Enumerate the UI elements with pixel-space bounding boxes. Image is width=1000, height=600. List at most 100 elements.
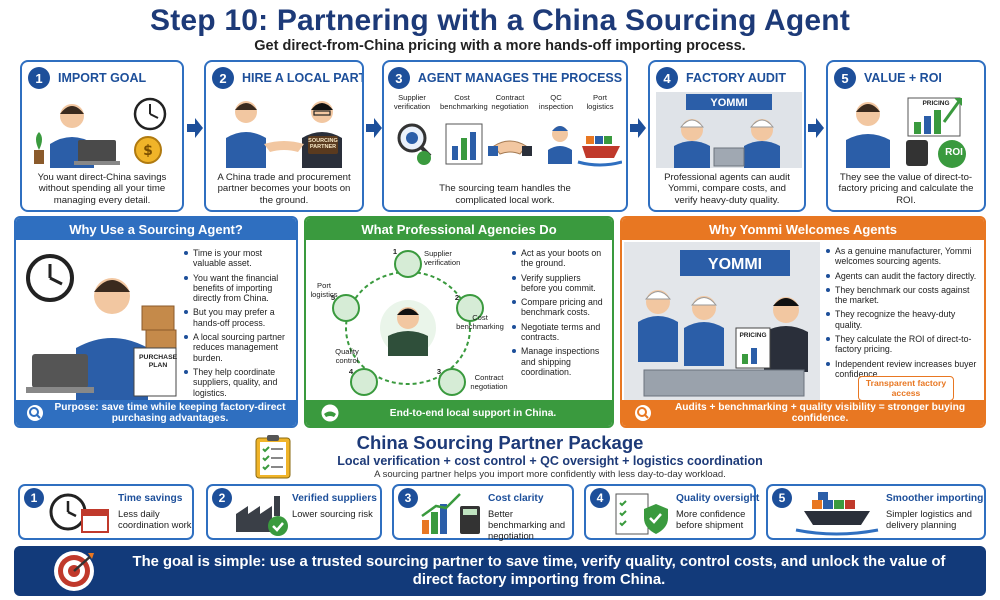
step-title: HIRE A LOCAL PARTNER: [242, 71, 362, 85]
step-number: 1: [28, 67, 50, 89]
agent-with-clock-illustration: [26, 254, 177, 400]
supplier-verification-icon: [394, 250, 422, 278]
package-note: A sourcing partner helps you import more…: [374, 469, 726, 480]
goal-banner: The goal is simple: use a trusted sourci…: [14, 546, 986, 596]
transparent-access-badge: Transparent factory access: [858, 376, 954, 402]
benefit-number: 4: [590, 488, 610, 508]
clock-icon: [133, 97, 167, 131]
step-description: Professional agents can audit Yommi, com…: [664, 171, 790, 206]
roi-coin-icon: [938, 140, 966, 168]
quality-control-icon: [350, 368, 378, 396]
search-icon: [635, 405, 651, 421]
handshake-partners-illustration: [226, 101, 342, 168]
sourcing-partner-badge: SOURCING PARTNER: [308, 138, 338, 150]
cycle-step-label: Cost benchmarking: [456, 313, 504, 331]
cycle-step-label: Supplier verification: [424, 249, 461, 267]
cycle-step-number: 4: [348, 367, 354, 376]
factory-sign: YOMMI: [710, 97, 748, 109]
clock-icon: [26, 254, 74, 302]
step-number: 4: [656, 67, 678, 89]
magnifier-icon: [397, 123, 432, 165]
step-title: FACTORY AUDIT: [686, 71, 787, 85]
bullet-item: Act as your boots on the ground.: [512, 248, 608, 269]
roi-illustration: [846, 97, 966, 168]
handshake-icon: [264, 141, 304, 152]
agencies-bullets: Act as your boots on the ground. Verify …: [512, 248, 608, 381]
cycle-step-number: 5: [330, 293, 336, 302]
chart-icon: [445, 123, 483, 165]
cycle-step-number: 1: [392, 247, 398, 256]
step-card-factory-audit: 4 FACTORY AUDIT YOMMI Professional agents…: [648, 60, 806, 212]
benefit-title: Time savings: [118, 493, 183, 504]
bullet-item: They recognize the heavy-duty quality.: [826, 309, 982, 330]
benefit-description: Better benchmarking and negotiation: [488, 508, 566, 541]
step-title: VALUE + ROI: [864, 71, 942, 85]
benefit-description: More confidence before shipment: [676, 508, 746, 530]
step-description: A China trade and procurement partner be…: [217, 171, 351, 206]
step-title: AGENT MANAGES THE PROCESS: [417, 71, 623, 85]
task-label: Supplier verification: [393, 93, 431, 111]
benefit-title: Quality oversight: [676, 493, 760, 504]
benefit-number: 5: [772, 488, 792, 508]
bullet-item: Negotiate terms and contracts.: [512, 322, 608, 343]
person-with-laptop-clock-illustration: $: [34, 97, 167, 168]
panel-footer: End-to-end local support in China.: [306, 400, 612, 426]
handshake-icon: [488, 140, 532, 156]
roi-label: ROI: [945, 147, 963, 158]
package-subtitle: Local verification + cost control + QC o…: [337, 454, 763, 468]
panel-agencies: What Professional Agencies Do 1 Supplier…: [304, 216, 614, 428]
step-number: 5: [834, 67, 856, 89]
task-label: Contract negotiation: [491, 93, 529, 111]
panel-title: Why Yommi Welcomes Agents: [622, 218, 984, 240]
factory-sign: YOMMI: [707, 256, 763, 273]
step-description: The sourcing team handles the complicate…: [439, 183, 571, 206]
factory-audit-illustration: [656, 92, 802, 168]
panel-footer-text: End-to-end local support in China.: [389, 407, 557, 419]
page-title: Step 10: Partnering with a China Sourcin…: [149, 4, 851, 37]
inspector-icon: [548, 126, 572, 164]
benefit-number: 3: [398, 488, 418, 508]
benefit-title: Cost clarity: [488, 493, 544, 504]
bullet-item: Manage inspections and shipping coordina…: [512, 346, 608, 377]
benefit-title: Verified suppliers: [292, 493, 377, 504]
pricing-card-label: PRICING: [739, 332, 767, 339]
port-logistics-icon: [332, 294, 360, 322]
panel-title: Why Use a Sourcing Agent?: [16, 218, 296, 240]
bullet-item: Compare pricing and benchmark costs.: [512, 297, 608, 318]
benefit-description: Less daily coordination work: [118, 508, 192, 530]
bullet-item: Independent review increases buyer confi…: [826, 359, 982, 380]
bullet-item: Agents can audit the factory directly.: [826, 271, 982, 281]
bullet-item: Time is your most valuable asset.: [184, 248, 294, 269]
benefit-card-verified-suppliers: 2 Verified suppliers Lower sourcing risk: [206, 484, 382, 540]
page-subtitle: Get direct-from-China pricing with a mor…: [254, 38, 746, 54]
panel-footer-text: Purpose: save time while keeping factory…: [54, 402, 286, 424]
step-description: They see the value of direct-to-factory …: [838, 171, 974, 206]
benefit-card-quality-oversight: 4 Quality oversight More confidence befo…: [584, 484, 760, 540]
arrow-right-icon: [366, 118, 382, 138]
cycle-step-number: 3: [436, 367, 442, 376]
task-label: Cost benchmarking: [440, 93, 488, 111]
dollar-coin-icon: $: [134, 136, 162, 164]
why-agent-bullets: Time is your most valuable asset. You wa…: [184, 248, 294, 402]
task-label: QC inspection: [538, 93, 574, 111]
bullet-item: They benchmark our costs against the mar…: [826, 285, 982, 306]
panel-footer: Purpose: save time while keeping factory…: [16, 400, 296, 426]
panel-footer: Audits + benchmarking + quality visibili…: [622, 400, 984, 426]
svg-text:$: $: [143, 143, 153, 159]
benefit-description: Lower sourcing risk: [292, 508, 373, 519]
bullet-item: You want the financial benefits of impor…: [184, 273, 294, 304]
agency-cycle-diagram: [332, 250, 484, 396]
benefit-description: Simpler logistics and delivery planning: [886, 508, 972, 530]
arrow-right-icon: [187, 118, 203, 138]
step-title: IMPORT GOAL: [58, 71, 147, 85]
bullet-item: They help coordinate suppliers, quality,…: [184, 367, 294, 398]
arrow-right-icon: [630, 118, 646, 138]
benefit-number: 1: [24, 488, 44, 508]
cost-benchmarking-icon: [456, 294, 484, 322]
task-label: Port logistics: [586, 93, 614, 111]
calculator-icon: [906, 140, 928, 166]
cycle-step-label: Quality control: [335, 347, 359, 365]
bullet-item: A local sourcing partner reduces managem…: [184, 332, 294, 363]
